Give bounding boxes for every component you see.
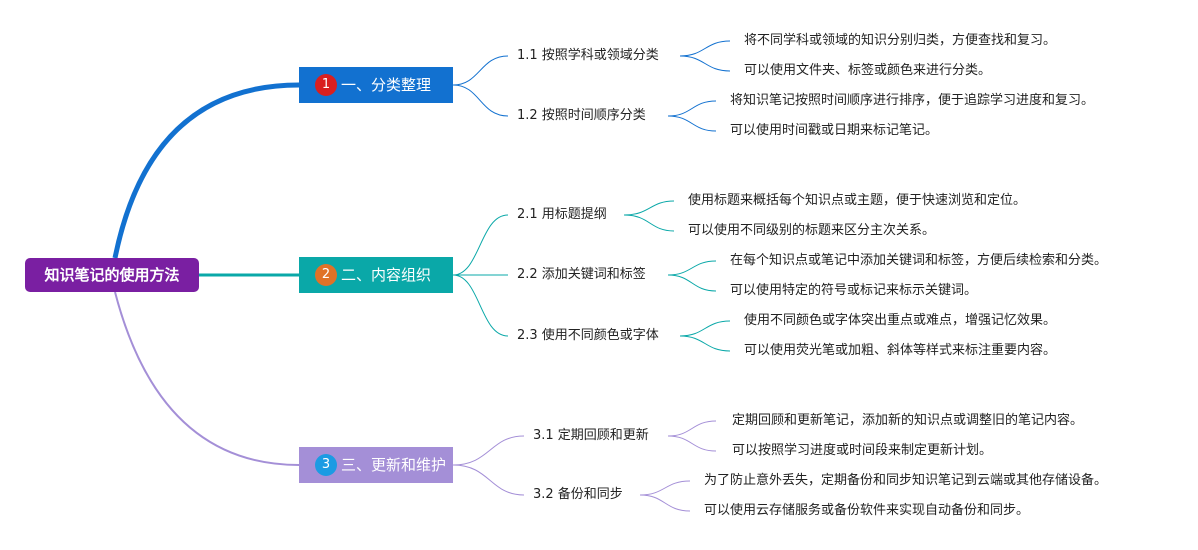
leaf-2-2-a[interactable]: 在每个知识点或笔记中添加关键词和标签，方便后续检索和分类。	[730, 253, 1108, 268]
root-to-branch-1-line	[112, 82, 300, 259]
leaf-3-1-b[interactable]: 可以按照学习进度或时间段来制定更新计划。	[732, 443, 993, 458]
leaf-2-3-a[interactable]: 使用不同颜色或字体突出重点或难点，增强记忆效果。	[744, 313, 1057, 328]
leaf-1-1-a[interactable]: 将不同学科或领域的知识分别归类，方便查找和复习。	[744, 33, 1057, 48]
branch-topic-content-organization[interactable]: 2 二、内容组织	[299, 257, 453, 293]
subtopic-3-2[interactable]: 3.2 备份和同步	[533, 487, 623, 502]
number-badge-icon: 3	[315, 454, 337, 476]
leaf-3-2-a[interactable]: 为了防止意外丢失，定期备份和同步知识笔记到云端或其他存储设备。	[704, 473, 1108, 488]
number-badge-icon: 2	[315, 264, 337, 286]
leaf-1-2-a[interactable]: 将知识笔记按照时间顺序进行排序，便于追踪学习进度和复习。	[730, 93, 1095, 108]
leaf-1-1-b[interactable]: 可以使用文件夹、标签或颜色来进行分类。	[744, 63, 992, 78]
branch-topic-update-maintenance[interactable]: 3 三、更新和维护	[299, 447, 453, 483]
subtopic-2-3[interactable]: 2.3 使用不同颜色或字体	[517, 328, 659, 343]
subtopic-2-2[interactable]: 2.2 添加关键词和标签	[517, 267, 646, 282]
leaf-1-2-b[interactable]: 可以使用时间戳或日期来标记笔记。	[730, 123, 939, 138]
leaf-3-2-b[interactable]: 可以使用云存储服务或备份软件来实现自动备份和同步。	[704, 503, 1030, 518]
leaf-2-2-b[interactable]: 可以使用特定的符号或标记来标示关键词。	[730, 283, 978, 298]
subtopic-2-1[interactable]: 2.1 用标题提纲	[517, 207, 607, 222]
branch-label: 一、分类整理	[341, 76, 432, 94]
leaf-2-1-a[interactable]: 使用标题来概括每个知识点或主题，便于快速浏览和定位。	[688, 193, 1027, 208]
leaf-2-3-b[interactable]: 可以使用荧光笔或加粗、斜体等样式来标注重要内容。	[744, 343, 1057, 358]
branch-label: 二、内容组织	[341, 266, 432, 284]
leaf-3-1-a[interactable]: 定期回顾和更新笔记，添加新的知识点或调整旧的笔记内容。	[732, 413, 1084, 428]
root-topic[interactable]: 知识笔记的使用方法	[25, 258, 199, 292]
root-to-branch-3-line	[114, 291, 300, 466]
subtopic-1-1[interactable]: 1.1 按照学科或领域分类	[517, 48, 659, 63]
branch-label: 三、更新和维护	[341, 456, 447, 474]
subtopic-1-2[interactable]: 1.2 按照时间顺序分类	[517, 108, 646, 123]
leaf-2-1-b[interactable]: 可以使用不同级别的标题来区分主次关系。	[688, 223, 936, 238]
number-badge-icon: 1	[315, 74, 337, 96]
subtopic-3-1[interactable]: 3.1 定期回顾和更新	[533, 428, 649, 443]
branch-topic-classification[interactable]: 1 一、分类整理	[299, 67, 453, 103]
